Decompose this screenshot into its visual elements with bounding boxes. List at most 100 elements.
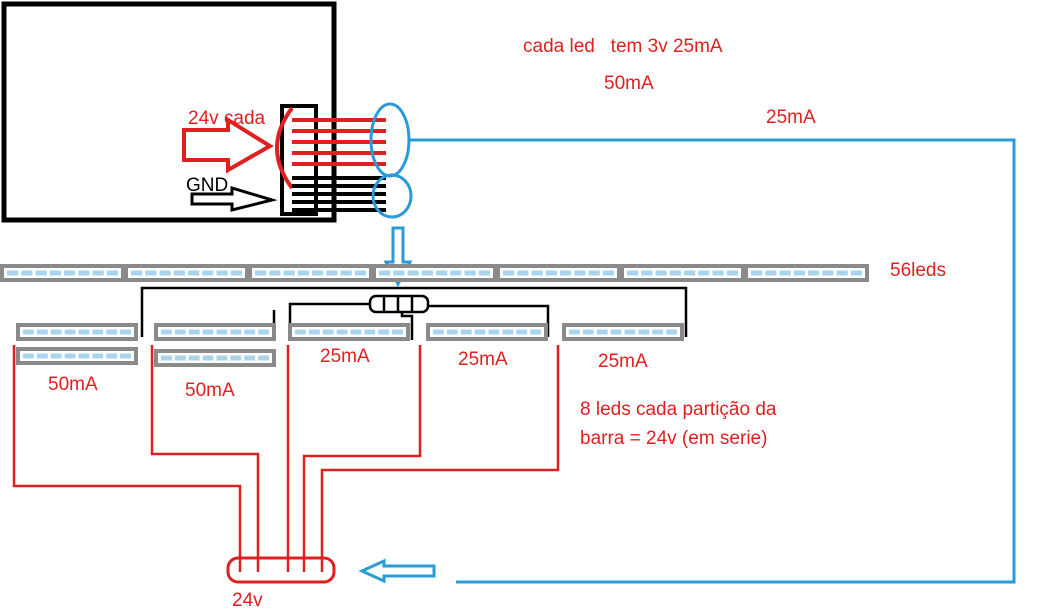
main-bar-segment <box>372 264 497 282</box>
led-cell <box>531 270 543 276</box>
led-cell <box>421 270 433 276</box>
led-cell <box>188 355 200 361</box>
led-cell <box>120 353 131 359</box>
led-cell <box>698 270 710 276</box>
led-cell <box>106 329 118 335</box>
led-cell <box>174 329 186 335</box>
led-cell <box>283 270 295 276</box>
led-cell <box>712 270 724 276</box>
led-cell <box>596 329 608 335</box>
led-cell <box>106 270 118 276</box>
led-cell <box>751 270 763 276</box>
strip-current-2-label: 50mA <box>185 380 235 401</box>
terminal-bracket <box>275 106 294 190</box>
led-cell <box>517 270 529 276</box>
led-cell <box>106 353 118 359</box>
led-cell <box>655 270 667 276</box>
led-cell <box>684 270 696 276</box>
led-cell <box>64 329 76 335</box>
sub-strip-s5 <box>288 323 410 341</box>
led-cell <box>50 329 62 335</box>
led-cell <box>23 353 34 359</box>
partition-note-line2: barra = 24v (em serie) <box>580 428 767 449</box>
led-cell <box>624 329 636 335</box>
current-50-top-label: 50mA <box>604 73 654 94</box>
main-bar-segment <box>496 264 621 282</box>
led-cell <box>92 329 104 335</box>
strip-current-4-label: 25mA <box>458 349 508 370</box>
led-cell <box>161 329 172 335</box>
led-cell <box>850 270 862 276</box>
led-cell <box>502 329 514 335</box>
supply-arrow <box>182 116 274 174</box>
led-cell <box>230 355 242 361</box>
led-cell <box>312 270 324 276</box>
sub-strip-s7 <box>562 323 684 341</box>
led-cell <box>450 270 462 276</box>
led-cell <box>35 270 47 276</box>
led-cell <box>393 270 405 276</box>
led-cell <box>21 270 33 276</box>
sub-strip-s3 <box>154 323 276 341</box>
strip-current-1-label: 50mA <box>48 374 98 395</box>
led-cell <box>478 270 490 276</box>
led-cell <box>474 329 486 335</box>
led-cell <box>161 355 172 361</box>
led-cell <box>131 270 143 276</box>
led-cell <box>574 270 586 276</box>
led-cell <box>726 270 738 276</box>
led-cell <box>230 270 242 276</box>
led-cell <box>50 353 62 359</box>
led-cell <box>159 270 171 276</box>
terminal-block <box>280 104 318 216</box>
led-cell <box>582 329 594 335</box>
left-arrow <box>358 558 436 584</box>
led-cell <box>64 270 76 276</box>
partition-note-line1: 8 leds cada partição da <box>580 399 777 420</box>
led-cell <box>464 270 476 276</box>
led-cell <box>188 329 200 335</box>
led-cell <box>92 270 104 276</box>
sub-strip-s6 <box>426 323 548 341</box>
led-cell <box>627 270 639 276</box>
main-bar-segment <box>620 264 745 282</box>
main-bar-segment <box>124 264 249 282</box>
led-cell <box>822 270 834 276</box>
led-cell <box>364 329 376 335</box>
led-cell <box>120 329 131 335</box>
sub-led-strips <box>16 323 684 367</box>
main-led-bar <box>0 264 869 282</box>
led-cell <box>808 270 820 276</box>
led-cell <box>78 329 90 335</box>
led-spec-label: cada led tem 3v 25mA <box>523 36 723 57</box>
led-cell <box>488 329 500 335</box>
led-cell <box>569 329 580 335</box>
supply-each-label: 24v cada <box>188 108 266 129</box>
led-cell <box>297 270 309 276</box>
led-cell <box>49 270 61 276</box>
led-cell <box>295 329 306 335</box>
bus-24v <box>226 556 336 584</box>
led-cell <box>36 353 48 359</box>
led-cell <box>92 353 104 359</box>
current-25-right-label: 25mA <box>766 107 816 128</box>
led-cell <box>244 355 256 361</box>
sub-strip-s2 <box>16 347 138 365</box>
ground-group-ellipse <box>371 173 413 219</box>
led-cell <box>779 270 791 276</box>
led-cell <box>258 329 269 335</box>
led-cell <box>326 270 338 276</box>
led-cell <box>202 270 214 276</box>
led-cell <box>602 270 614 276</box>
led-cell <box>392 329 403 335</box>
led-cell <box>269 270 281 276</box>
led-cell <box>145 270 157 276</box>
led-cell <box>336 329 348 335</box>
power-supply-box <box>1 1 337 223</box>
led-cell <box>793 270 805 276</box>
led-cell <box>255 270 267 276</box>
led-cell <box>765 270 777 276</box>
led-cell <box>652 329 664 335</box>
signal-path <box>408 138 1016 584</box>
